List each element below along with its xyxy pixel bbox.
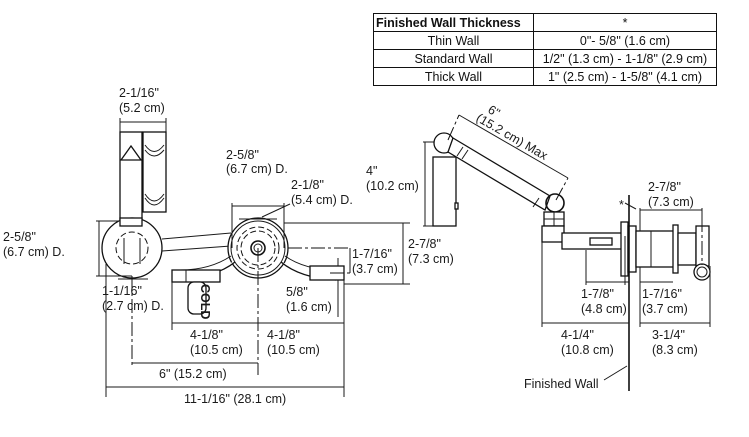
escutcheon-height-label-cm: (7.3 cm) [408, 252, 454, 266]
marker-leader [624, 202, 637, 210]
arm-band [461, 149, 469, 160]
spout-tip [119, 144, 143, 161]
valve-cap [677, 232, 697, 266]
inner-dia-label: 2-1/8" [291, 178, 324, 192]
spout-height-label: 4" [366, 164, 377, 178]
reach-from-wall-label: 4-1/4" [561, 328, 594, 342]
wall-range: 1" (2.5 cm) - 1-5/8" (4.1 cm) [533, 67, 717, 86]
handle-height-label-cm: (1.6 cm) [286, 300, 332, 314]
stem-fitting [589, 237, 613, 246]
handle-curve [144, 149, 165, 157]
valve-depth-label: 1-7/16" [642, 287, 682, 301]
spout-width-label: 2-1/16" [119, 86, 159, 100]
finished-wall-leader [603, 365, 628, 381]
inner-dia-label-cm: (5.4 cm) D. [291, 193, 353, 207]
overall-width-label: 11-1/16" (28.1 cm) [184, 392, 286, 406]
front-view: 2-1/16" (5.2 cm) 2-5/8" (6.7 cm) D. 1-1/ [3, 86, 454, 406]
valve-flange [672, 224, 679, 274]
escutcheon-height-label: 2-7/8" [408, 237, 441, 251]
handle-dia-label-cm: (2.7 cm) D. [102, 299, 164, 313]
left-half-label-cm: (10.5 cm) [190, 343, 243, 357]
handle-knob [693, 263, 711, 281]
arm-band [456, 146, 464, 157]
finished-wall-label: Finished Wall [524, 377, 599, 391]
body-depth-label-cm: (7.3 cm) [648, 195, 694, 209]
cold-label: COLD [198, 284, 212, 319]
handle-dia-label: 1-1/16" [102, 284, 142, 298]
arm-line [161, 232, 232, 240]
behind-wall-label-cm: (8.3 cm) [652, 343, 698, 357]
extension-line [447, 114, 460, 141]
swing-arm [447, 137, 551, 211]
aerator-button [454, 202, 459, 210]
arm-pivot [545, 193, 565, 213]
table-row: Thick Wall 1" (2.5 cm) - 1-5/8" (4.1 cm) [373, 67, 717, 86]
center-inner-dashed [236, 226, 280, 270]
wall-marker: * [619, 198, 624, 212]
wall-thickness-table: Finished Wall Thickness * Thin Wall 0"- … [373, 13, 717, 86]
leader-line [261, 203, 291, 218]
center-dia-label: 2-5/8" [226, 148, 259, 162]
left-dia-label-cm: (6.7 cm) D. [3, 245, 65, 259]
handle-height-label: 5/8" [286, 285, 308, 299]
behind-wall-label: 3-1/4" [652, 328, 685, 342]
spout-to-center-label: 6" (15.2 cm) [159, 367, 227, 381]
body-depth-label: 2-7/8" [648, 180, 681, 194]
spout-width-label-cm: (5.2 cm) [119, 101, 165, 115]
reach-from-wall-label-cm: (10.8 cm) [561, 343, 614, 357]
wall-type: Thick Wall [373, 67, 534, 86]
center-inner-dashed-2 [240, 230, 276, 266]
left-half-label: 4-1/8" [190, 328, 223, 342]
valve-body [635, 230, 675, 268]
spout-body [119, 131, 167, 223]
spout-height-label-cm: (10.2 cm) [366, 179, 419, 193]
spout-handle [142, 131, 167, 213]
dim-line-reach [458, 114, 569, 179]
center-to-handle-label: 1-7/16" [352, 247, 392, 261]
handle-curve [144, 193, 165, 202]
cold-handle-base [171, 269, 221, 283]
extension-line [555, 177, 569, 201]
handle-curve [144, 144, 165, 152]
right-half-label-cm: (10.5 cm) [267, 343, 320, 357]
center-to-handle-label-cm: (3.7 cm) [352, 262, 398, 276]
arm-to-wall-label: 1-7/8" [581, 287, 614, 301]
left-inner-dashed [115, 231, 149, 265]
spout-collar [119, 217, 143, 227]
arm-band [532, 197, 540, 208]
valve-depth-label-cm: (3.7 cm) [642, 302, 688, 316]
arm-to-wall-label-cm: (4.8 cm) [581, 302, 627, 316]
side-spout-column [432, 156, 457, 227]
handle-curve [144, 197, 165, 206]
cold-handle-lever [187, 281, 207, 315]
center-dia-label-cm: (6.7 cm) D. [226, 162, 288, 176]
right-half-label: 4-1/8" [267, 328, 300, 342]
left-escutcheon [101, 217, 163, 279]
reach-label-cm: (15.2 cm) Max [474, 111, 551, 163]
left-dia-label: 2-5/8" [3, 230, 36, 244]
handle-knob-inner [696, 266, 708, 278]
arm-line [161, 245, 232, 252]
body-base [541, 225, 565, 243]
